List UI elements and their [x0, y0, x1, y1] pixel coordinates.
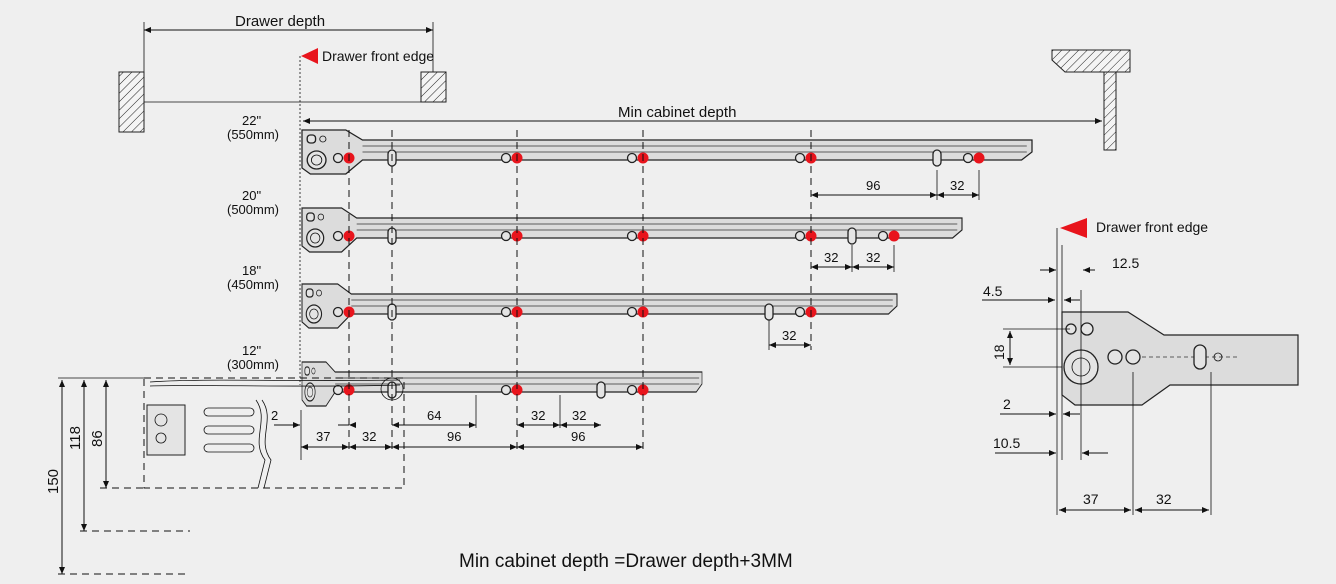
- rail-1: [301, 207, 963, 253]
- drawer-depth-label: Drawer depth: [235, 13, 325, 30]
- dim-bottom-32b: 32: [572, 408, 586, 423]
- mounting-dot: [637, 230, 649, 242]
- rail-18-mm: (450mm): [227, 277, 279, 292]
- dim-20-32a: 32: [824, 250, 838, 265]
- dim-18-32: 32: [782, 328, 796, 343]
- rail-2: [301, 283, 898, 329]
- mounting-slot: [847, 227, 857, 245]
- dim-bottom-2: 2: [271, 408, 278, 423]
- detail-18: 18: [991, 344, 1007, 360]
- dim-bottom-32a: 32: [531, 408, 545, 423]
- dim-22-32: 32: [950, 178, 964, 193]
- detail-2: 2: [1003, 396, 1011, 412]
- dim-118: 118: [67, 426, 84, 450]
- dim-bottom-96b: 96: [571, 429, 585, 444]
- rail-12-mm: (300mm): [227, 357, 279, 372]
- dim-bottom-37: 37: [316, 429, 330, 444]
- rail-3: [301, 361, 703, 407]
- rail-12-inch: 12": [242, 343, 261, 358]
- detail-12-5: 12.5: [1112, 255, 1139, 271]
- mounting-dot: [511, 230, 523, 242]
- detail-32: 32: [1156, 491, 1172, 507]
- rail-22-mm: (550mm): [227, 127, 279, 142]
- mounting-dot: [343, 384, 355, 396]
- dim-20-32b: 32: [866, 250, 880, 265]
- min-cabinet-depth-label: Min cabinet depth: [618, 104, 736, 121]
- mounting-dot: [888, 230, 900, 242]
- drawer-section: Drawer depth Drawer front edge: [118, 13, 447, 385]
- detail-10-5: 10.5: [993, 435, 1020, 451]
- rail-20-inch: 20": [242, 188, 261, 203]
- dim-22-96: 96: [866, 178, 880, 193]
- cabinet-wall: [1051, 49, 1131, 151]
- front-bracket: [146, 404, 186, 456]
- mounting-dot: [511, 384, 523, 396]
- alignment-lines: [348, 130, 812, 450]
- dim-bottom-32c: 32: [362, 429, 376, 444]
- mounting-dot: [805, 230, 817, 242]
- drawer-profile: [143, 377, 405, 489]
- formula-caption: Min cabinet depth =Drawer depth+3MM: [459, 551, 793, 572]
- drawer-front-panel: [420, 71, 447, 103]
- mounting-dot: [343, 230, 355, 242]
- rail-22-inch: 22": [242, 113, 261, 128]
- mounting-slot: [764, 303, 774, 321]
- mounting-dot: [973, 152, 985, 164]
- detail-front-edge-label: Drawer front edge: [1096, 219, 1208, 235]
- drawer-front-edge-label: Drawer front edge: [322, 48, 434, 64]
- dim-bottom-64: 64: [427, 408, 441, 423]
- mounting-dot: [637, 384, 649, 396]
- detail-view: Drawer front edge 12.5 4.5 18 2 10.5: [982, 218, 1299, 515]
- vertical-dimensions: 150 118 86: [45, 377, 190, 575]
- rail-20-mm: (500mm): [227, 202, 279, 217]
- dim-bottom-96a: 96: [447, 429, 461, 444]
- bottom-dimensions: 2 64 32 32 37 32 96 96: [271, 395, 643, 460]
- mounting-slot: [932, 149, 942, 167]
- detail-front-arrow-icon: [1060, 218, 1087, 238]
- dim-150: 150: [45, 469, 62, 494]
- drawer-back-panel: [118, 71, 145, 133]
- mounting-slot: [596, 381, 606, 399]
- dim-86: 86: [89, 430, 106, 447]
- drawer-front-arrow-icon: [301, 48, 318, 64]
- rails: [301, 129, 1033, 407]
- rail-18-inch: 18": [242, 263, 261, 278]
- rail-0: [301, 129, 1033, 175]
- detail-37: 37: [1083, 491, 1099, 507]
- detail-4-5: 4.5: [983, 283, 1003, 299]
